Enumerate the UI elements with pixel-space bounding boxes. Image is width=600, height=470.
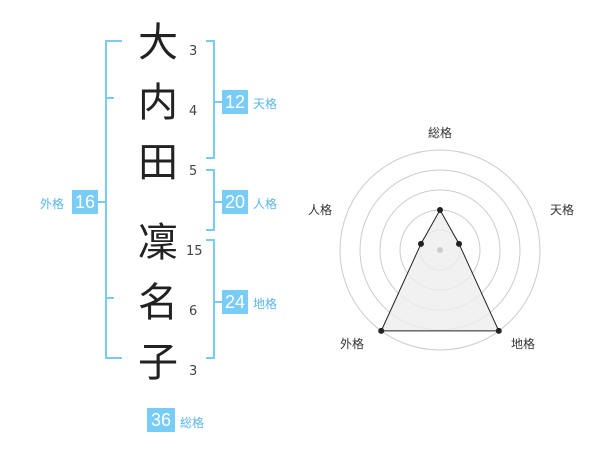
stroke-count-6: 3 <box>189 364 198 379</box>
chikaku-value: 24 <box>222 290 248 314</box>
stroke-count-5: 6 <box>189 304 198 319</box>
gaikaku-bracket <box>105 40 122 359</box>
radar-point-bottom-left <box>378 327 385 334</box>
stroke-count-3: 5 <box>189 164 198 179</box>
chikaku-label: 地格 <box>253 297 278 311</box>
name-char-3: 田 <box>138 140 178 186</box>
radar-center-dot <box>437 247 443 253</box>
radar-label-left: 人格 <box>308 203 333 217</box>
name-char-1: 大 <box>138 20 178 66</box>
stroke-count-2: 4 <box>189 104 198 119</box>
radar-label-top: 総格 <box>428 126 453 140</box>
soukaku-label: 総格 <box>180 416 205 430</box>
gaikaku-label: 外格 <box>40 197 65 211</box>
soukaku-value: 36 <box>147 408 175 432</box>
tenkaku-value: 12 <box>222 90 248 114</box>
radar-point-left <box>417 240 424 247</box>
name-char-4: 凜 <box>138 220 178 266</box>
name-char-2: 内 <box>138 80 178 126</box>
stroke-count-1: 3 <box>189 44 198 59</box>
name-char-5: 名 <box>138 280 178 326</box>
name-char-6: 子 <box>138 340 178 386</box>
radar-label-right: 天格 <box>550 203 575 217</box>
jinkaku-label: 人格 <box>253 197 278 211</box>
radar-point-right <box>456 240 463 247</box>
radar-label-bottom-left: 外格 <box>340 337 365 351</box>
radar-point-top <box>437 207 443 213</box>
radar-chart <box>339 149 541 351</box>
tenkaku-label: 天格 <box>253 97 278 111</box>
chikaku-bracket <box>206 239 215 359</box>
radar-point-bottom-right <box>495 327 502 334</box>
radar-label-bottom-right: 地格 <box>511 337 536 351</box>
tenkaku-bracket <box>206 40 215 159</box>
radar-grid-ring-5 <box>339 149 541 351</box>
stroke-count-4: 15 <box>186 244 203 259</box>
jinkaku-value: 20 <box>222 190 248 214</box>
jinkaku-bracket <box>206 169 215 231</box>
gaikaku-value: 16 <box>72 190 98 214</box>
radar-value-polygon <box>380 208 500 332</box>
